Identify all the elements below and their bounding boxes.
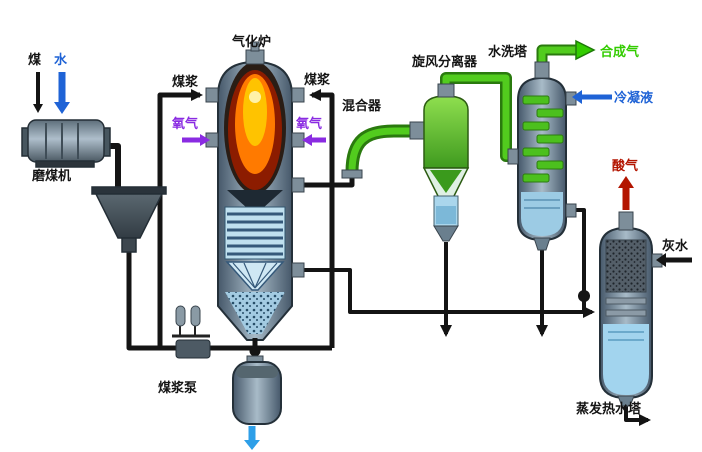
evaporation-tower: [599, 211, 663, 407]
coal-slurry-right-label: 煤浆: [304, 72, 331, 87]
pump-valve-right: [190, 305, 201, 327]
slag-water-out-arrow: [244, 440, 260, 450]
acid-gas-label: 酸气: [612, 158, 638, 173]
evap-top-flange: [618, 211, 634, 231]
cyclone-inlet-flange: [409, 121, 425, 140]
oxygen-left-arrow: [200, 134, 210, 146]
circulation-pump-valve: [578, 290, 590, 302]
throat-cone: [227, 190, 283, 209]
evap-bottom-stem: [617, 395, 635, 407]
coal-mill: [21, 119, 111, 168]
cyclone-bottom-cone: [433, 225, 459, 242]
mixer-label: 混合器: [342, 98, 382, 113]
gray-water-in-arrow: [656, 253, 666, 267]
oxygen-right-label: 氧气: [295, 116, 322, 131]
mixer-pipe: [348, 127, 418, 176]
cyclone-separator: [409, 83, 470, 242]
lockhopper-vessel: [232, 338, 282, 450]
slurry-pump: [172, 305, 211, 359]
funnel-lip: [91, 186, 167, 195]
cyclone-separator-label: 旋风分离器: [411, 54, 478, 69]
evap-liquid: [603, 324, 649, 395]
condensate-in-arrow: [572, 90, 582, 104]
wash-tower: [507, 61, 577, 251]
burner-spark: [249, 91, 261, 103]
coal-in-arrow: [33, 104, 43, 113]
evap-tray: [605, 309, 647, 317]
gasifier-label: 气化炉: [232, 34, 271, 49]
diagram-labels: 煤 水 磨煤机 煤浆泵 煤浆 氧气 气化炉 煤浆 氧气 混合器 旋风分离器 水洗…: [28, 34, 689, 416]
wash-tower-trays: [522, 95, 564, 183]
funnel-to-pump-pipe: [126, 252, 332, 351]
slurry-pump-label: 煤浆泵: [158, 380, 197, 395]
cyclone-liquid: [436, 206, 456, 224]
mill-body: [27, 119, 105, 163]
funnel-stem: [121, 237, 137, 253]
coal-label: 煤: [28, 52, 41, 67]
mill-base: [35, 160, 95, 168]
pump-valve-left: [175, 305, 186, 327]
burner-nozzle: [245, 49, 265, 65]
oxygen-right-arrow: [302, 134, 312, 146]
circulation-outlet-flange: [565, 203, 577, 218]
stream-arrows: [33, 39, 692, 267]
evap-tray: [605, 297, 647, 305]
blackwater-outlet-nozzle: [291, 262, 305, 278]
wash-tower-liquid: [521, 192, 563, 236]
flame-inner: [243, 78, 267, 146]
wash-tower-bottom-stem: [533, 237, 551, 251]
cyclone-body: [423, 95, 469, 169]
evap-packing: [605, 239, 647, 293]
gasifier: [205, 41, 305, 341]
water-in-arrow: [54, 102, 70, 114]
condensate-label: 冷凝液: [614, 90, 653, 105]
syngas-out-arrow: [575, 39, 596, 61]
slurry-inlet-left: [205, 87, 219, 103]
pump-body: [175, 339, 211, 359]
oxygen-left-label: 氧气: [171, 116, 198, 131]
syngas-outlet-nozzle: [291, 177, 305, 193]
tube-bundle: [224, 206, 286, 260]
drain-valve: [249, 345, 261, 357]
wash-tower-inlet-flange: [507, 148, 519, 165]
evap-bottom-line: [624, 404, 651, 426]
water-label: 水: [54, 52, 68, 67]
lockhopper-head: [236, 366, 278, 378]
slurry-funnel: [91, 186, 167, 253]
blackwater-line: [304, 268, 595, 318]
cyclone-top-flange: [437, 83, 455, 98]
slurry-inlet-right: [291, 87, 305, 103]
wash-tower-top-flange: [534, 61, 550, 79]
acid-gas-out-arrow: [618, 176, 634, 188]
grid-cone: [225, 261, 285, 291]
slurry-line-left: [157, 89, 203, 348]
cyclone-vortex: [430, 170, 462, 193]
mixer-flange: [341, 169, 363, 179]
syngas-label: 合成气: [600, 44, 639, 59]
slurry-line-right: [309, 89, 335, 348]
coal-slurry-left-label: 煤浆: [172, 74, 199, 89]
gasifier-to-mixer-pipe: [298, 176, 355, 188]
gray-water-label: 灰水: [662, 238, 689, 253]
funnel-body: [94, 193, 164, 239]
coal-mill-label: 磨煤机: [32, 168, 71, 183]
evaporation-tower-label: 蒸发热水塔: [576, 401, 642, 416]
wash-tower-label: 水洗塔: [488, 44, 528, 59]
